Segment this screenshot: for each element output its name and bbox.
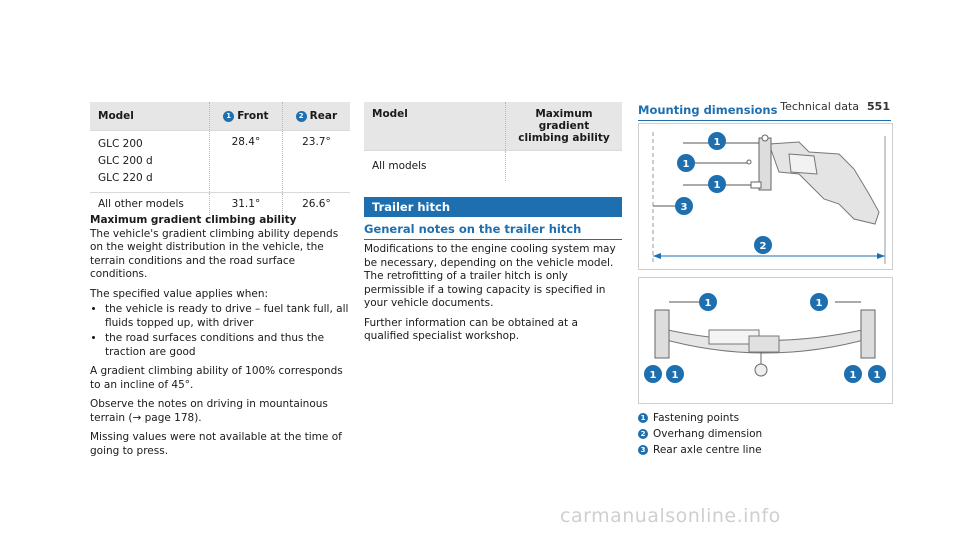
legend-text: Fastening points [653, 412, 740, 424]
callout-1-icon: 1 [868, 365, 886, 383]
page-number: 551 [867, 100, 890, 113]
side-view-drawing: 1 1 1 3 2 [652, 132, 886, 264]
model-cell: All models [364, 150, 506, 181]
gradient-paragraph: A gradient climbing ability of 100% corr… [90, 365, 343, 391]
max-gradient-table: Model Maximum gradient climbing ability … [364, 102, 622, 181]
callout-2-icon: 2 [754, 236, 772, 254]
list-item: the road surfaces conditions and thus th… [105, 332, 352, 359]
svg-text:3: 3 [681, 202, 688, 213]
svg-text:1: 1 [683, 159, 690, 170]
gradient-paragraph: Missing values were not available at the… [90, 431, 342, 457]
legend-text: Rear axle centre line [653, 444, 762, 456]
callout-1-icon: 1 [699, 293, 717, 311]
table-header-row: Model Maximum gradient climbing ability [364, 102, 622, 151]
gradient-section: Maximum gradient climbing ability The ve… [90, 214, 352, 464]
model-cell: GLC 200 GLC 200 d GLC 220 d [90, 130, 210, 193]
legend-number-badge: 2 [638, 429, 648, 439]
svg-text:1: 1 [850, 370, 857, 381]
value-cell [505, 150, 622, 181]
table-row: All models [364, 150, 622, 181]
general-notes-heading: General notes on the trailer hitch [364, 222, 622, 240]
svg-text:1: 1 [650, 370, 657, 381]
column-model: Model [364, 102, 506, 151]
section-title: Technical data [780, 100, 860, 113]
callout-3-icon: 3 [675, 197, 693, 215]
rear-view-illustration: 1 1 1 1 1 1 [638, 277, 893, 404]
svg-text:1: 1 [874, 370, 881, 381]
callout-1-icon: 1 [708, 132, 726, 150]
legend-item: 1 Fastening points [638, 410, 891, 426]
legend-item: 2 Overhang dimension [638, 426, 891, 442]
svg-text:1: 1 [816, 298, 823, 309]
svg-text:2: 2 [760, 241, 767, 252]
trailer-paragraph: Modifications to the engine cooling syst… [364, 243, 616, 309]
side-view-illustration: 1 1 1 3 2 [638, 123, 893, 270]
model-cell: All other models [90, 192, 210, 215]
page-header: Technical data 551 [780, 100, 890, 113]
rear-number-badge: 2 [295, 111, 307, 122]
svg-text:1: 1 [705, 298, 712, 309]
trailer-paragraph: Further information can be obtained at a… [364, 316, 578, 343]
callout-1-icon: 1 [677, 154, 695, 172]
column-max-gradient: Maximum gradient climbing ability [505, 102, 622, 151]
rear-value: 26.6° [281, 192, 350, 215]
callout-1-icon: 1 [810, 293, 828, 311]
table-row: GLC 200 GLC 200 d GLC 220 d 28.4° 23.7° [90, 130, 350, 193]
svg-text:1: 1 [714, 180, 721, 191]
callout-1-icon: 1 [666, 365, 684, 383]
gradient-paragraph: Observe the notes on driving in mountain… [90, 398, 328, 424]
legend-number-badge: 3 [638, 445, 648, 455]
gradient-paragraph: The specified value applies when: [90, 287, 269, 300]
gradient-heading: Maximum gradient climbing ability [90, 214, 297, 226]
front-number-badge: 1 [223, 111, 235, 122]
front-value: 31.1° [208, 192, 283, 215]
rear-view-drawing: 1 1 1 1 1 1 [644, 293, 886, 383]
callout-1-icon: 1 [644, 365, 662, 383]
rear-label: Rear [309, 110, 338, 122]
column-model: Model [90, 102, 210, 131]
table-row: All other models 31.1° 26.6° [90, 192, 350, 215]
legend-item: 3 Rear axle centre line [638, 442, 891, 458]
svg-text:1: 1 [672, 370, 679, 381]
watermark: carmanualsonline.info [560, 505, 781, 527]
callout-1-icon: 1 [708, 175, 726, 193]
trailer-hitch-bar: Trailer hitch [364, 197, 622, 217]
model-name: GLC 220 d [98, 172, 153, 184]
model-name: GLC 200 [98, 138, 143, 150]
legend-text: Overhang dimension [653, 428, 763, 440]
model-name: GLC 200 d [98, 155, 153, 167]
list-item: the vehicle is ready to drive – fuel tan… [105, 303, 352, 330]
svg-text:1: 1 [714, 137, 721, 148]
front-label: Front [237, 110, 269, 122]
callout-1-icon: 1 [844, 365, 862, 383]
legend-number-badge: 1 [638, 413, 648, 423]
gradient-paragraph: The vehicle's gradient climbing ability … [90, 227, 339, 281]
mounting-dimensions-heading: Mounting dimensions [638, 103, 891, 121]
trailer-notes: Modifications to the engine cooling syst… [364, 243, 622, 350]
rear-value: 23.7° [281, 130, 350, 193]
front-value: 28.4° [208, 130, 283, 193]
gradient-bullet-list: the vehicle is ready to drive – fuel tan… [90, 303, 352, 359]
